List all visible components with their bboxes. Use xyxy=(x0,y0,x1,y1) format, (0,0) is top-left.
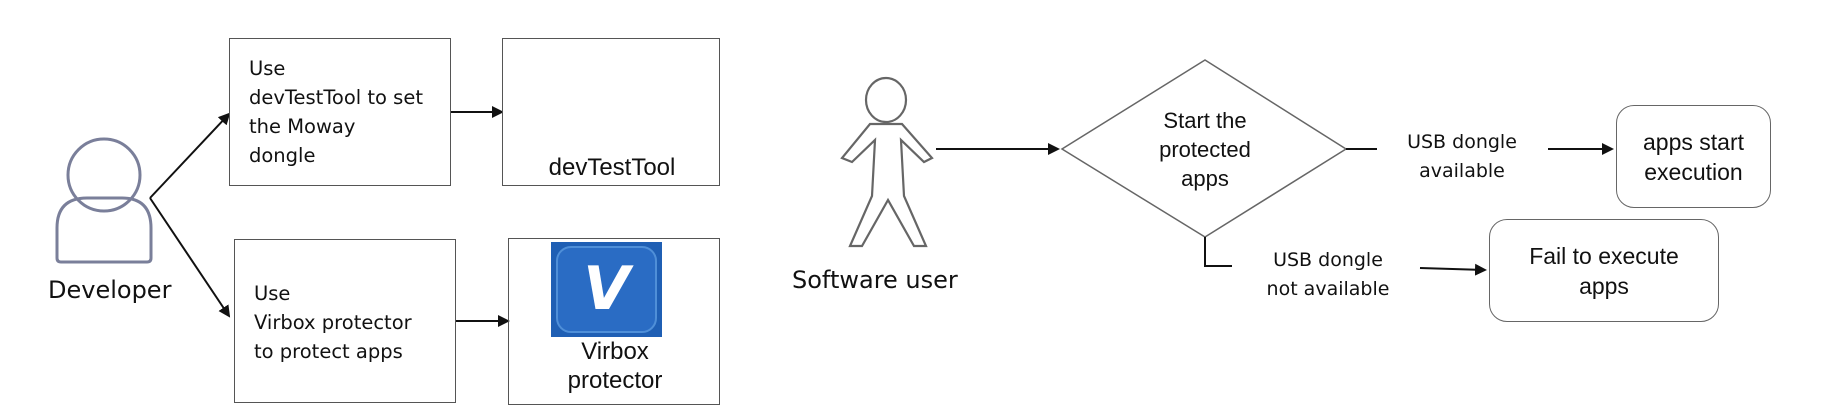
stick-figure-user-icon xyxy=(840,76,934,248)
virbox-icon-letter: V xyxy=(583,254,630,324)
step1-text: Use devTestTool to set the Moway dongle xyxy=(249,57,423,167)
step1-box: Use devTestTool to set the Moway dongle xyxy=(229,38,451,186)
failure-result-text: Fail to execute apps xyxy=(1529,242,1679,299)
arrow-developer-to-step2 xyxy=(149,197,231,318)
no-condition-label: USB dongle not available xyxy=(1266,249,1390,300)
developer-label: Developer xyxy=(48,276,172,304)
person-avatar-icon xyxy=(55,137,153,264)
decision-text: Start the protected apps xyxy=(1159,108,1251,191)
step2-box: Use Virbox protector to protect apps xyxy=(234,239,456,403)
virbox-caption: Virbox protector xyxy=(567,338,663,394)
yes-condition-label: USB dongle available xyxy=(1407,131,1517,182)
success-result-box: apps start execution xyxy=(1616,105,1771,208)
software-user-label: Software user xyxy=(792,266,958,294)
no-branch-stub xyxy=(1204,237,1232,267)
arrow-developer-to-step1 xyxy=(149,112,231,199)
devtesttool-box: devTestTool xyxy=(502,38,720,186)
virbox-box: Virbox protector xyxy=(508,238,720,405)
step2-text: Use Virbox protector to protect apps xyxy=(254,282,412,363)
virbox-protector-icon xyxy=(551,242,662,337)
devtesttool-caption: devTestTool xyxy=(548,154,676,181)
success-result-text: apps start execution xyxy=(1643,128,1744,185)
failure-result-box: Fail to execute apps xyxy=(1489,219,1719,322)
arrow-no-to-failure xyxy=(1419,263,1487,276)
